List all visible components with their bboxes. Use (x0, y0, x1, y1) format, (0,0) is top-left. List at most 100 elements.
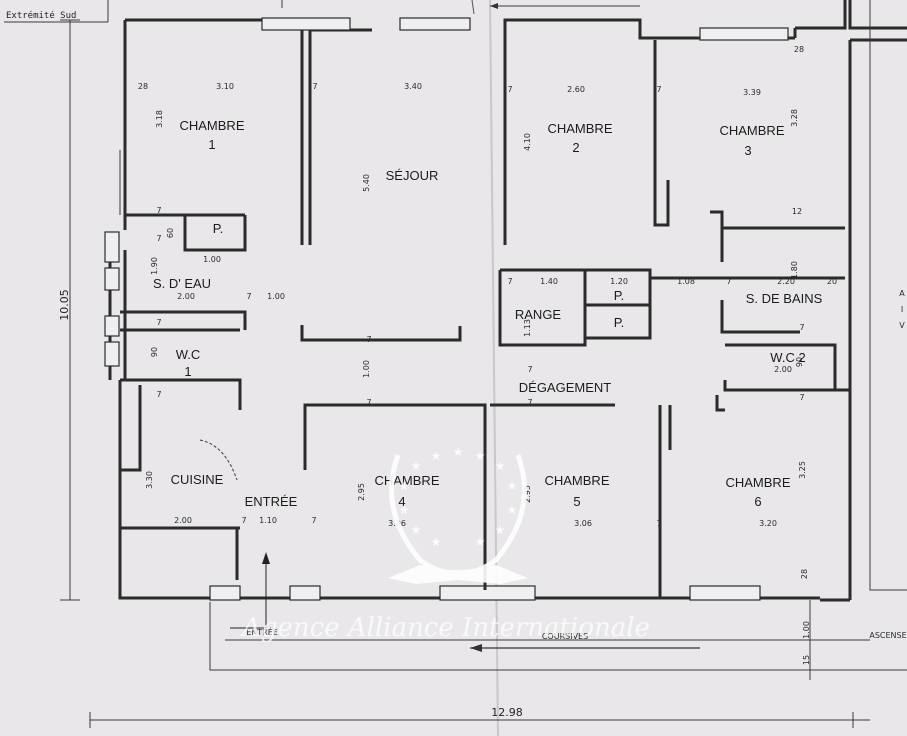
right-mark-v: V (899, 321, 905, 330)
room-salle-deau-label: S. D' EAU (153, 276, 211, 291)
exterior-lines (60, 0, 907, 728)
dim-label: ★ (507, 479, 518, 493)
overall-height-label: 10.05 (58, 289, 71, 321)
corner-note: Extrémité Sud (6, 10, 76, 21)
room-salle-de-bains-label: S. DE BAINS (746, 291, 823, 306)
dim-label: 3.39 (743, 88, 761, 97)
dim-label: ★ (495, 459, 506, 473)
room-chambre-6-number: 6 (754, 494, 761, 509)
room-entree-label: ENTRÉE (245, 494, 298, 509)
dim-label: 90 (795, 357, 804, 367)
room-wc-2-label: W.C 2 (770, 350, 805, 365)
dim-label: 1.40 (540, 277, 558, 286)
dim-label: 7 (246, 292, 251, 301)
dim-label: ★ (475, 449, 486, 463)
dim-label: ★ (399, 503, 410, 517)
dim-label: 3.18 (155, 110, 164, 128)
dim-label: ★ (431, 535, 442, 549)
dim-label: 1.00 (362, 360, 371, 378)
dim-label: 7 (656, 519, 661, 528)
room-sejour-label: SÉJOUR (386, 168, 439, 183)
dim-label: 4.10 (523, 133, 532, 151)
dim-label: 7 (156, 234, 161, 243)
room-chambre-1-number: 1 (208, 137, 215, 152)
agency-logo-watermark: ★ ★ ★ ★ ★ ★ ★ ★ ★ ★ ★ ★ ★ Agence Allianc… (240, 445, 650, 643)
entrance-arrow (230, 552, 270, 629)
dim-label: ★ (507, 503, 518, 517)
dim-label: ★ (495, 523, 506, 537)
dim-label: 3.30 (145, 471, 154, 489)
dim-label: ★ (431, 449, 442, 463)
room-range-label: RANGE (515, 307, 562, 322)
interior-walls (120, 30, 850, 598)
dim-label: 2.00 (174, 516, 192, 525)
dim-label: 1.08 (677, 277, 695, 286)
dim-label: 1.90 (150, 257, 159, 275)
room-chambre-4-number: 4 (398, 494, 405, 509)
room-chambre-6-label: CHAMBRE (725, 475, 790, 490)
dim-label: 7 (156, 390, 161, 399)
dim-label: 1.00 (267, 292, 285, 301)
room-chambre-2-number: 2 (572, 140, 579, 155)
dim-label: 20 (827, 277, 837, 286)
room-degagement-label: DÉGAGEMENT (519, 380, 612, 395)
outside-entree-label: ENTRÉE (246, 626, 278, 637)
dim-label: 7 (507, 277, 512, 286)
dim-label: 2.00 (177, 292, 195, 301)
right-mark-a: A (899, 289, 905, 298)
placard-1-label: P. (213, 221, 224, 236)
outside-ascenseur-label: ASCENSE (869, 631, 906, 640)
room-wc-1-label: W.C (176, 347, 201, 362)
dim-label: 3.20 (759, 519, 777, 528)
watermark-text: Agence Alliance Internationale (240, 613, 650, 643)
dim-label: 1.10 (259, 516, 277, 525)
dim-label: 1.13 (523, 319, 532, 337)
dim-label: 7 (156, 318, 161, 327)
dim-label: ★ (453, 445, 464, 459)
dim-label: 1.20 (610, 277, 628, 286)
dim-label: 7 (799, 393, 804, 402)
dim-label: 7 (311, 516, 316, 525)
dim-label: 28 (800, 569, 809, 579)
room-wc-1-number: 1 (184, 364, 191, 379)
dim-label: 2.00 (774, 365, 792, 374)
dim-label: 7 (527, 398, 532, 407)
dim-label: 7 (312, 82, 317, 91)
dim-label: 7 (366, 335, 371, 344)
dim-label: 2.60 (567, 85, 585, 94)
dim-label: 3.10 (216, 82, 234, 91)
overall-width-label: 12.98 (491, 706, 523, 719)
dim-label: ★ (475, 535, 486, 549)
dim-label: 12 (792, 207, 802, 216)
dim-label: ★ (411, 523, 422, 537)
dim-label: 7 (241, 516, 246, 525)
dim-label: 2.95 (523, 485, 532, 503)
door-arc (199, 439, 238, 481)
outer-walls (108, 0, 907, 602)
dim-label: 7 (726, 277, 731, 286)
placard-3-label: P. (614, 315, 625, 330)
room-chambre-3-number: 3 (744, 143, 751, 158)
outside-coursives-label: COURSIVES (542, 632, 588, 641)
dim-label: 7 (656, 85, 661, 94)
dim-label: 7 (507, 85, 512, 94)
room-chambre-1-label: CHAMBRE (179, 118, 244, 133)
dim-label: 28 (138, 82, 148, 91)
dim-label: 28 (794, 45, 804, 54)
right-mark-i: I (901, 305, 903, 314)
dim-label: ★ (411, 459, 422, 473)
dim-label: 1.00 (802, 621, 811, 639)
paper-fold (489, 0, 499, 736)
dim-label: 90 (150, 347, 159, 357)
dim-label: 7 (156, 206, 161, 215)
wall-thickness-marks: 7 7 7 7 7 7 7 7 7 7 7 7 7 7 7 7 7 7 7 (156, 82, 804, 528)
dim-label: 1.80 (790, 261, 799, 279)
room-chambre-3-label: CHAMBRE (719, 123, 784, 138)
dim-label: 5.40 (362, 174, 371, 192)
room-chambre-5-label: CHAMBRE (544, 473, 609, 488)
dim-label: 3.06 (574, 519, 592, 528)
dim-label: 15 (802, 655, 811, 665)
dim-label: 3.40 (404, 82, 422, 91)
dim-label: 7 (527, 365, 532, 374)
room-cuisine-label: CUISINE (171, 472, 224, 487)
